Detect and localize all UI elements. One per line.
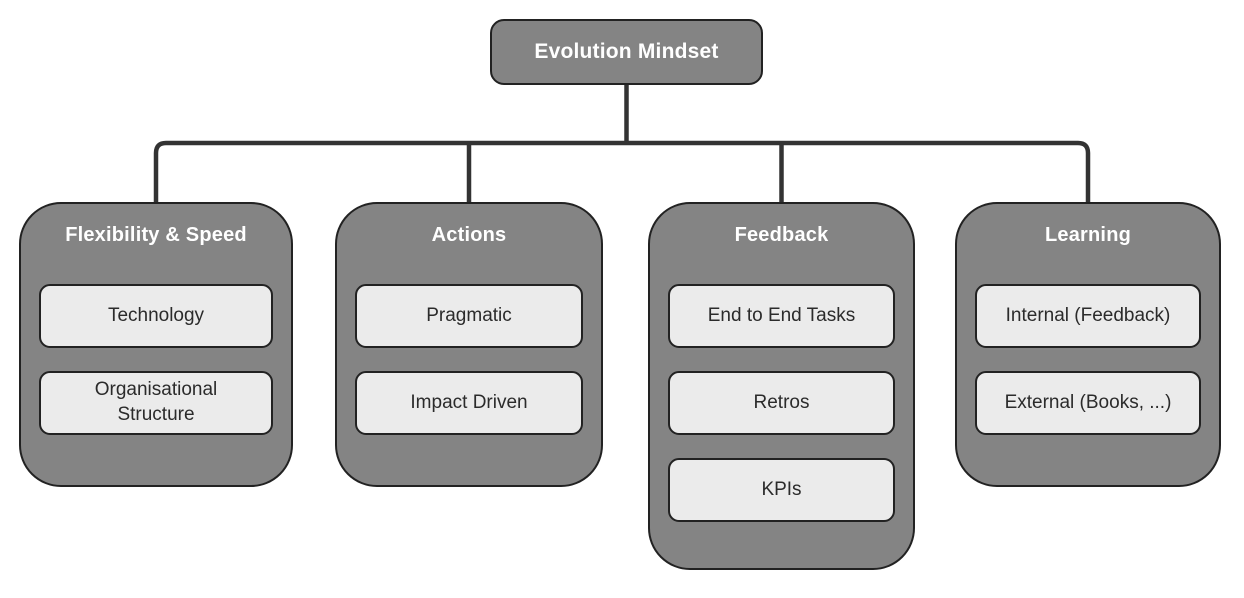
column-title: Learning <box>1044 224 1132 246</box>
item-organisational-structure: Organisational Structure <box>39 371 273 435</box>
column-learning: Learning Internal (Feedback) External (B… <box>955 202 1221 487</box>
root-node-label: Evolution Mindset <box>534 40 719 63</box>
column-title: Feedback <box>734 224 829 246</box>
column-feedback: Feedback End to End Tasks Retros KPIs <box>648 202 915 570</box>
column-flexibility-speed: Flexibility & Speed Technology Organisat… <box>19 202 293 487</box>
item-label: Technology <box>107 304 205 326</box>
item-label: Impact Driven <box>410 391 528 413</box>
connector-bus <box>153 140 1091 202</box>
item-label: External (Books, ...) <box>1004 391 1172 413</box>
item-end-to-end-tasks: End to End Tasks <box>668 284 895 348</box>
item-label: End to End Tasks <box>707 304 856 326</box>
item-pragmatic: Pragmatic <box>355 284 583 348</box>
item-technology: Technology <box>39 284 273 348</box>
root-node: Evolution Mindset <box>490 19 763 85</box>
item-label: Internal (Feedback) <box>1005 304 1171 326</box>
column-title: Actions <box>431 224 507 246</box>
column-title: Flexibility & Speed <box>65 224 247 246</box>
item-label: Pragmatic <box>426 304 512 326</box>
item-impact-driven: Impact Driven <box>355 371 583 435</box>
item-label: KPIs <box>761 478 802 500</box>
item-label: Retros <box>753 391 810 413</box>
item-kpis: KPIs <box>668 458 895 522</box>
item-label: Organisational Structure <box>94 379 218 425</box>
item-internal-feedback: Internal (Feedback) <box>975 284 1201 348</box>
item-retros: Retros <box>668 371 895 435</box>
item-external-books: External (Books, ...) <box>975 371 1201 435</box>
column-actions: Actions Pragmatic Impact Driven <box>335 202 603 487</box>
